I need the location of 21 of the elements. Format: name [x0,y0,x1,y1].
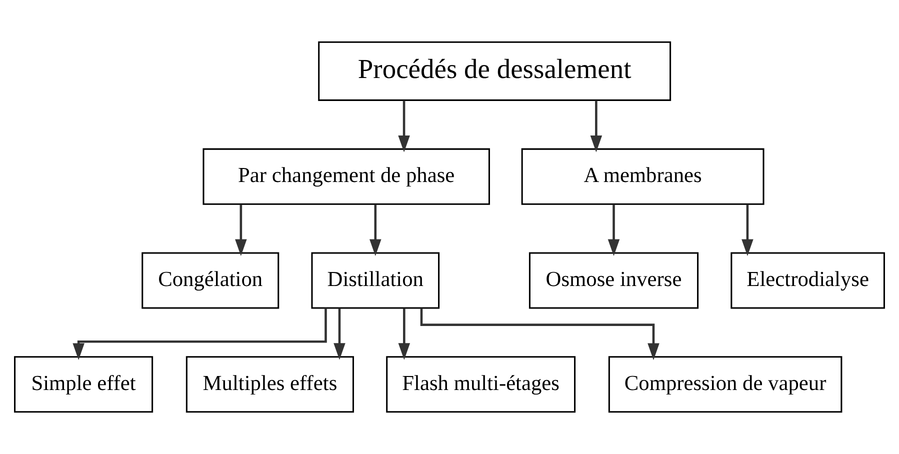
node-box: Par changement de phase [202,148,490,205]
arrow [72,308,327,360]
arrow [590,100,602,152]
node-box: Congélation [142,252,280,309]
node-box: Flash multi-étages [386,356,576,413]
node-box: Multiples effets [186,356,354,413]
arrow [370,204,382,256]
arrow [334,308,346,360]
node-box: Osmose inverse [528,252,699,309]
arrow [398,100,410,152]
node-box: Electrodialyse [730,252,885,309]
node-box: A membranes [521,148,764,205]
arrow [420,308,660,360]
arrow [398,308,410,360]
arrow [742,204,754,256]
arrow [608,204,620,256]
node-box: Compression de vapeur [608,356,842,413]
arrow [235,204,247,256]
node-box: Distillation [311,252,440,309]
node-box: Simple effet [14,356,154,413]
node-box: Procédés de dessalement [318,41,672,101]
